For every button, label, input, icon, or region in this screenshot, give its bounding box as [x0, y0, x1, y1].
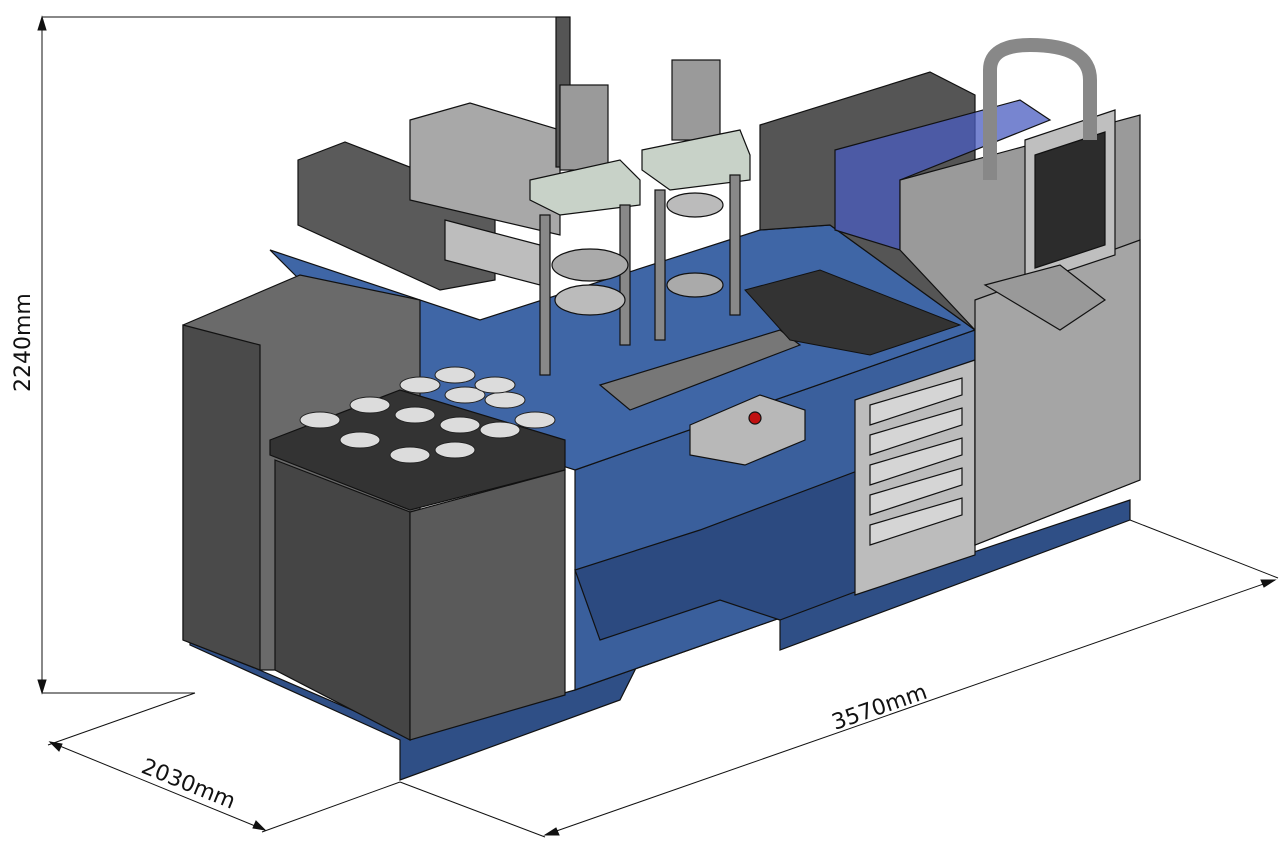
length-dimension-label: 3570mm — [829, 680, 931, 736]
dimension-lines — [37, 15, 1279, 838]
control-cabinet — [759, 37, 1141, 546]
grid-table — [744, 269, 962, 356]
drive-units — [297, 102, 561, 291]
height-dimension-label: 2240mm — [11, 293, 36, 392]
press-columns — [529, 16, 806, 466]
drawer-cabinet — [854, 359, 976, 596]
valve-fixtures — [299, 366, 556, 464]
